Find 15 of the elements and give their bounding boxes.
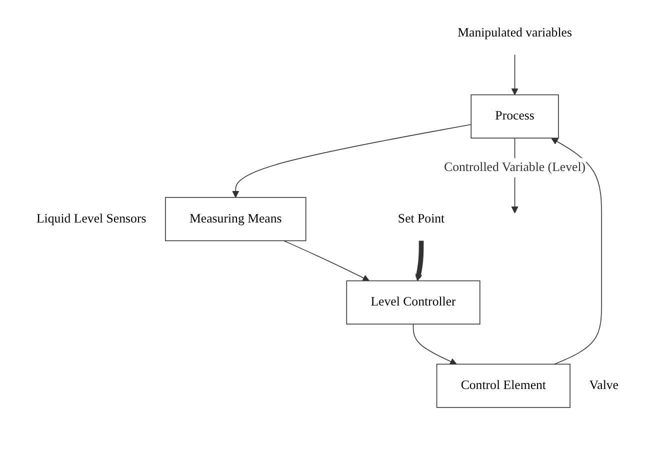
arrow <box>412 324 457 365</box>
arrow <box>511 54 518 96</box>
node-box: Level Controller <box>346 280 480 324</box>
arrow <box>415 240 424 282</box>
arrow <box>232 124 472 198</box>
node-box: Measuring Means <box>165 197 306 242</box>
arrow <box>283 240 370 282</box>
edge-label: Controlled Variable (Level) <box>444 160 586 174</box>
node-text: Set Point <box>398 212 445 226</box>
node-label: Valve <box>589 378 619 392</box>
node-label: Liquid Level Sensors <box>36 212 146 226</box>
node-box: Process <box>470 94 559 138</box>
node-box: Control Element <box>436 364 570 408</box>
node-text: Manipulated variables <box>458 26 572 40</box>
arrow <box>551 138 602 365</box>
